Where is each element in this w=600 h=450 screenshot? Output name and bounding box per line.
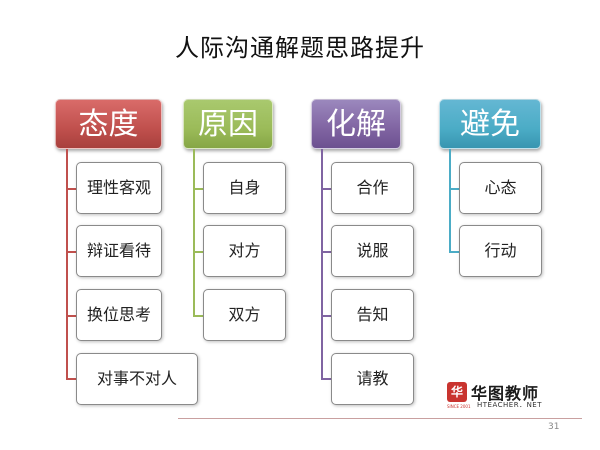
connector-branch xyxy=(449,188,459,190)
item-persuade: 说服 xyxy=(331,225,414,277)
connector-branch xyxy=(321,315,331,317)
heading-resolve: 化解 xyxy=(311,99,401,149)
item-rational-objective: 理性客观 xyxy=(76,162,162,214)
connector-vertical xyxy=(449,149,451,253)
connector-branch xyxy=(66,251,76,253)
connector-vertical xyxy=(193,149,195,317)
connector-branch xyxy=(66,378,76,380)
connector-branch xyxy=(321,378,331,380)
item-other-party: 对方 xyxy=(203,225,286,277)
item-self: 自身 xyxy=(203,162,286,214)
heading-attitude: 态度 xyxy=(55,99,162,149)
slide-title: 人际沟通解题思路提升 xyxy=(175,34,425,62)
connector-vertical xyxy=(66,149,68,380)
connector-branch xyxy=(66,188,76,190)
page-number: 31 xyxy=(548,422,560,432)
connector-branch xyxy=(66,315,76,317)
heading-avoid: 避免 xyxy=(439,99,541,149)
item-issue-not-person: 对事不对人 xyxy=(76,353,198,405)
connector-branch xyxy=(321,188,331,190)
connector-branch xyxy=(193,315,203,317)
connector-branch xyxy=(193,251,203,253)
connector-branch xyxy=(193,188,203,190)
logo-name: 华图教师 xyxy=(471,384,540,403)
footer-divider xyxy=(178,418,582,419)
item-consult: 请教 xyxy=(331,353,414,405)
connector-branch xyxy=(449,251,459,253)
logo-mark-icon: 华 xyxy=(447,382,467,402)
item-dialectical-view: 辩证看待 xyxy=(76,225,162,277)
logo-subtitle: HTEACHER．NET xyxy=(477,401,543,409)
connector-vertical xyxy=(321,149,323,380)
item-empathy: 换位思考 xyxy=(76,289,162,341)
connector-branch xyxy=(321,251,331,253)
item-cooperate: 合作 xyxy=(331,162,414,214)
item-mindset: 心态 xyxy=(459,162,542,214)
heading-cause: 原因 xyxy=(183,99,273,149)
item-both-parties: 双方 xyxy=(203,289,286,341)
logo-since: SINCE 2001 xyxy=(447,404,471,409)
item-action: 行动 xyxy=(459,225,542,277)
brand-logo: 华 华图教师 HTEACHER．NET SINCE 2001 xyxy=(447,380,557,410)
item-inform: 告知 xyxy=(331,289,414,341)
